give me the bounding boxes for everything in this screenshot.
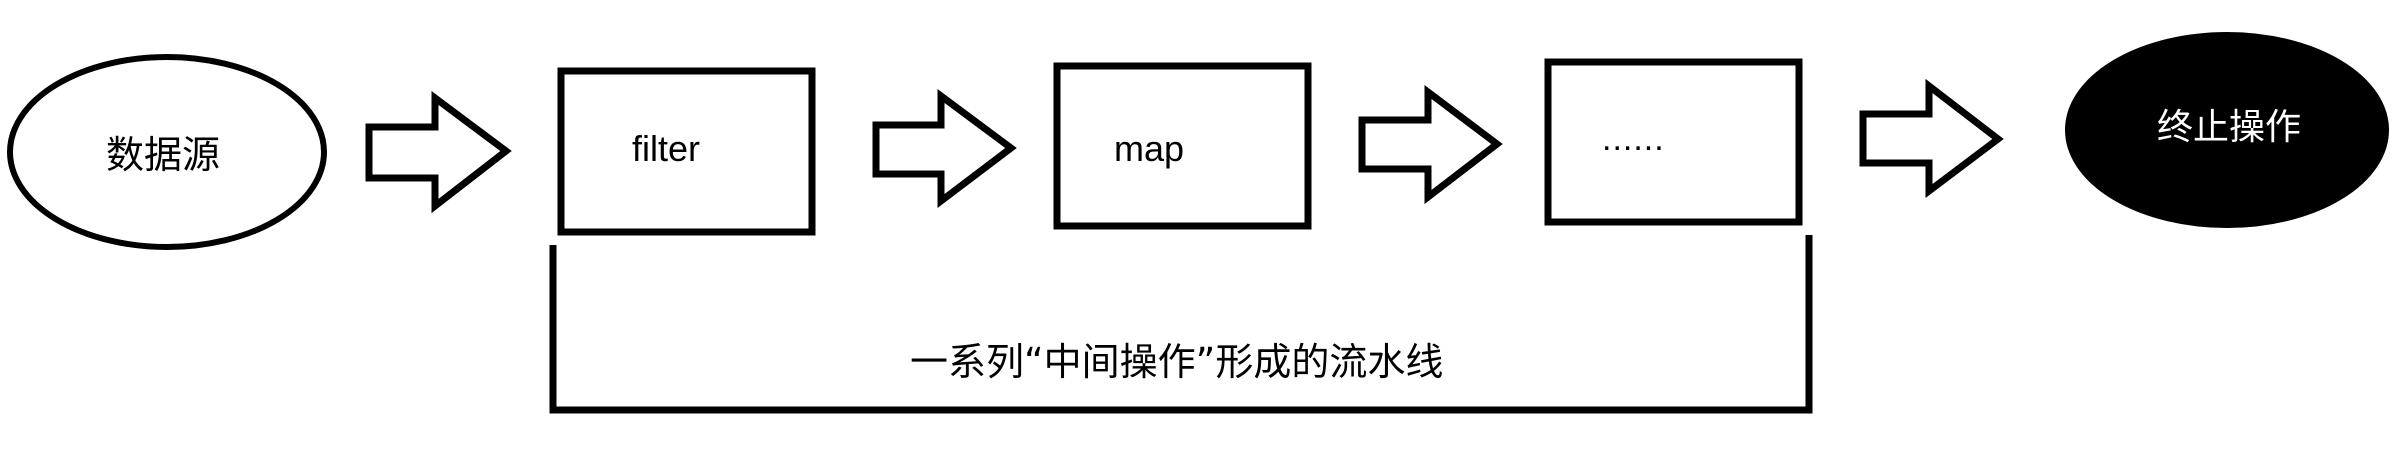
more-operations-label: ......: [1602, 120, 1665, 158]
map-label: map: [1114, 128, 1185, 169]
arrow-right-icon: [1358, 84, 1503, 205]
arrow-right-icon: [872, 89, 1017, 209]
map-box: [1053, 62, 1312, 230]
arrow-right-icon: [1859, 78, 2004, 199]
source-label: 数据源: [106, 133, 221, 177]
more-operations-box: [1544, 58, 1803, 226]
source-ellipse: [7, 54, 327, 250]
arrow-right-icon: [365, 91, 512, 214]
pipeline-label: 一系列“中间操作”形成的流水线: [910, 340, 1444, 384]
pipeline-bracket: [549, 235, 1813, 414]
filter-label: filter: [632, 128, 701, 169]
terminal-ellipse: [2065, 32, 2389, 228]
terminal-label: 终止操作: [2157, 107, 2302, 148]
filter-box: [557, 67, 816, 236]
